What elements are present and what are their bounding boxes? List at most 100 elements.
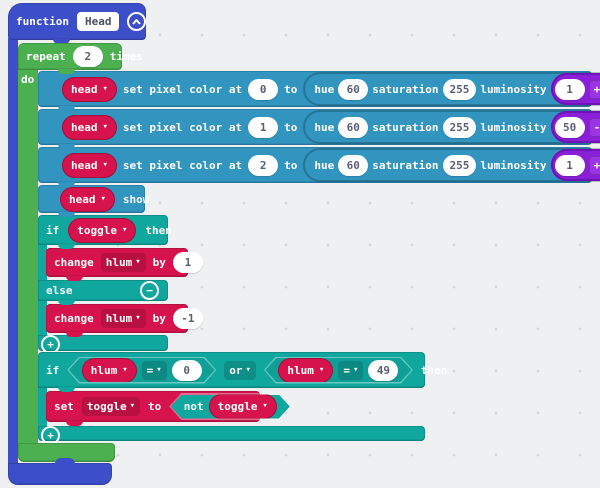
hue-label: hue [314, 120, 335, 134]
strip-variable-dropdown[interactable]: head ▾ [62, 76, 117, 102]
saturation-field[interactable]: 255 [442, 154, 477, 176]
luminosity-label: luminosity [480, 120, 547, 134]
by-label: by [152, 256, 166, 269]
variable-label: hlum [105, 312, 133, 325]
change-variable-block[interactable]: change hlum▾ by 1 [46, 248, 203, 281]
strip-variable-dropdown[interactable]: head ▾ [62, 114, 117, 140]
set-pixel-color-block[interactable]: head▾ set pixel color at 0 to hue 60 sat… [38, 71, 600, 111]
number-field[interactable]: 50 [554, 116, 585, 138]
not-block[interactable]: not toggle▾ [169, 393, 291, 420]
repeat-count-field[interactable]: 2 [72, 46, 103, 67]
arithmetic-block[interactable]: 50 -▾ hlum▾ [550, 111, 600, 143]
compare-value-field[interactable]: 0 [172, 360, 202, 381]
remove-else-icon[interactable]: − [140, 281, 159, 300]
dropdown-arrow-icon: ▾ [245, 364, 251, 375]
else-bar[interactable]: else − [38, 280, 168, 305]
comparison-operator-dropdown[interactable]: =▾ [338, 361, 363, 380]
hue-field[interactable]: 60 [338, 154, 369, 176]
number-field[interactable]: 1 [554, 78, 585, 100]
hsl-color-block[interactable]: hue 60 saturation 255 luminosity 1 +▾ hl… [303, 72, 600, 106]
repeat-times-label: times [109, 50, 143, 63]
function-definition-block[interactable]: function Head [8, 3, 147, 44]
function-name-field[interactable]: Head [76, 12, 120, 31]
dropdown-arrow-icon: ▾ [102, 159, 108, 170]
hsl-color-block[interactable]: hue 60 saturation 255 luminosity 1 +▾ hl… [303, 148, 600, 182]
dropdown-arrow-icon: ▾ [156, 364, 162, 375]
operator-dropdown[interactable]: +▾ [588, 155, 600, 175]
strip-variable-label: head [71, 82, 98, 96]
set-pixel-color-block[interactable]: head ▾ set pixel color at 1 to hue 60 sat… [38, 109, 600, 149]
set-pixel-label: set pixel color at [122, 120, 243, 134]
repeat-block[interactable]: repeat 2 times [18, 43, 143, 74]
variable-label: hlum [287, 363, 314, 377]
pixel-index-field[interactable]: 0 [248, 78, 279, 100]
variable-dropdown[interactable]: hlum▾ [100, 309, 146, 328]
dropdown-arrow-icon: ▾ [102, 121, 108, 132]
operator-label: - [593, 120, 600, 134]
arithmetic-block[interactable]: 1 +▾ hlum▾ [550, 149, 600, 181]
then-keyword: then [145, 223, 172, 237]
pixel-index-field[interactable]: 2 [248, 154, 279, 176]
strip-show-block[interactable]: head▾ show [38, 185, 149, 217]
strip-variable-dropdown[interactable]: head▾ [60, 186, 115, 212]
change-amount-field[interactable]: -1 [172, 308, 203, 329]
to-label: to [284, 120, 298, 134]
strip-variable-dropdown[interactable]: head ▾ [62, 152, 117, 178]
hue-field[interactable]: 60 [338, 78, 369, 100]
saturation-label: saturation [372, 82, 439, 96]
function-block-bottom-bar [8, 458, 112, 485]
if-compare-block[interactable]: if hlum▾ =▾ 0 or▾ hlum▾ =▾ 49 then [38, 352, 447, 392]
variable-label: toggle [86, 400, 127, 413]
else-keyword: else [46, 284, 73, 297]
comparison-operator-dropdown[interactable]: =▾ [142, 361, 167, 380]
dropdown-arrow-icon: ▾ [352, 364, 359, 375]
set-pixel-label: set pixel color at [122, 158, 243, 172]
set-variable-block[interactable]: set toggle▾ to not toggle▾ [46, 391, 260, 426]
variable-dropdown[interactable]: hlum▾ [278, 358, 333, 383]
repeat-keyword: repeat [26, 50, 66, 63]
arithmetic-block[interactable]: 1 +▾ hlum▾ [550, 73, 600, 105]
function-keyword: function [16, 15, 69, 28]
variable-dropdown[interactable]: hlum▾ [82, 358, 137, 383]
saturation-field[interactable]: 255 [442, 78, 477, 100]
saturation-field[interactable]: 255 [442, 116, 477, 138]
strip-variable-label: head [71, 158, 98, 172]
operator-label: = [343, 363, 350, 377]
repeat-block-left-spine [18, 68, 38, 445]
variable-dropdown[interactable]: toggle▾ [209, 394, 277, 419]
dropdown-arrow-icon: ▾ [262, 401, 268, 411]
strip-variable-label: head [71, 120, 98, 134]
set-pixel-color-block[interactable]: head▾ set pixel color at 2 to hue 60 sat… [38, 147, 600, 187]
collapse-icon[interactable] [127, 12, 147, 31]
to-label: to [284, 82, 298, 96]
variable-dropdown[interactable]: hlum▾ [100, 253, 146, 272]
if-block-bottom-bar: + [38, 426, 425, 445]
condition-variable-dropdown[interactable]: toggle▾ [68, 217, 137, 243]
operator-dropdown[interactable]: -▾ [588, 117, 600, 137]
if-block-bottom-bar: + [38, 335, 168, 354]
if-keyword: if [46, 363, 60, 377]
hue-field[interactable]: 60 [338, 116, 369, 138]
comparison-block[interactable]: hlum▾ =▾ 49 [264, 357, 413, 384]
then-keyword: then [420, 363, 448, 377]
repeat-do-label: do [21, 73, 35, 86]
compare-value-field[interactable]: 49 [368, 360, 398, 381]
function-block-left-spine [8, 38, 18, 465]
if-toggle-block[interactable]: if toggle▾ then [38, 215, 172, 249]
dropdown-arrow-icon: ▾ [102, 83, 108, 94]
pixel-index-field[interactable]: 1 [248, 116, 279, 138]
hsl-color-block[interactable]: hue 60 saturation 255 luminosity 50 -▾ h… [303, 110, 600, 144]
variable-dropdown[interactable]: toggle▾ [81, 397, 141, 416]
operator-dropdown[interactable]: +▾ [588, 79, 600, 99]
dropdown-arrow-icon: ▾ [122, 364, 128, 375]
hue-label: hue [314, 82, 335, 96]
saturation-label: saturation [372, 120, 439, 134]
comparison-block[interactable]: hlum▾ =▾ 0 [67, 357, 216, 384]
number-field[interactable]: 1 [554, 154, 585, 176]
boolean-operator-dropdown[interactable]: or▾ [224, 360, 256, 380]
show-label: show [122, 192, 150, 206]
change-variable-block[interactable]: change hlum▾ by -1 [46, 304, 203, 337]
change-amount-field[interactable]: 1 [172, 252, 203, 273]
saturation-label: saturation [372, 158, 439, 172]
